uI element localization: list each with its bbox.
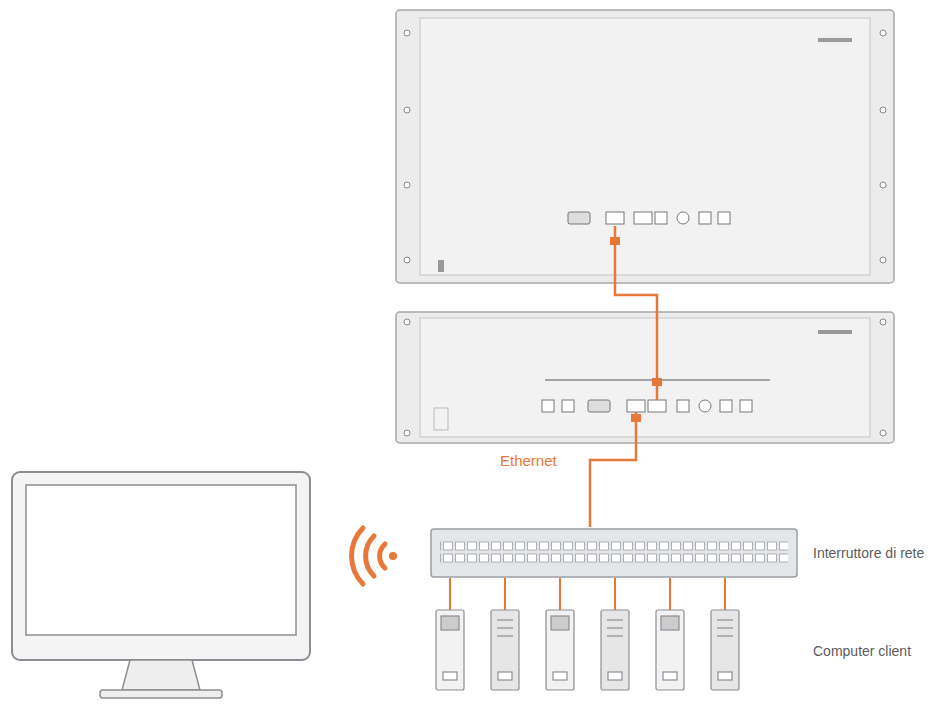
device-label: Interruttore di rete	[813, 545, 924, 562]
network-switch-node: Interruttore di rete	[430, 528, 798, 578]
smartscope-unit	[396, 312, 894, 443]
client-computer	[436, 610, 739, 690]
wifi-symbol	[352, 528, 397, 584]
network-switch	[430, 528, 798, 578]
client-cable	[450, 578, 725, 610]
cable	[590, 226, 657, 527]
cable-label: Ethernet	[500, 452, 557, 470]
monitor	[12, 472, 310, 698]
device-label: Computer client	[813, 643, 911, 660]
monitor-unit	[396, 10, 894, 283]
